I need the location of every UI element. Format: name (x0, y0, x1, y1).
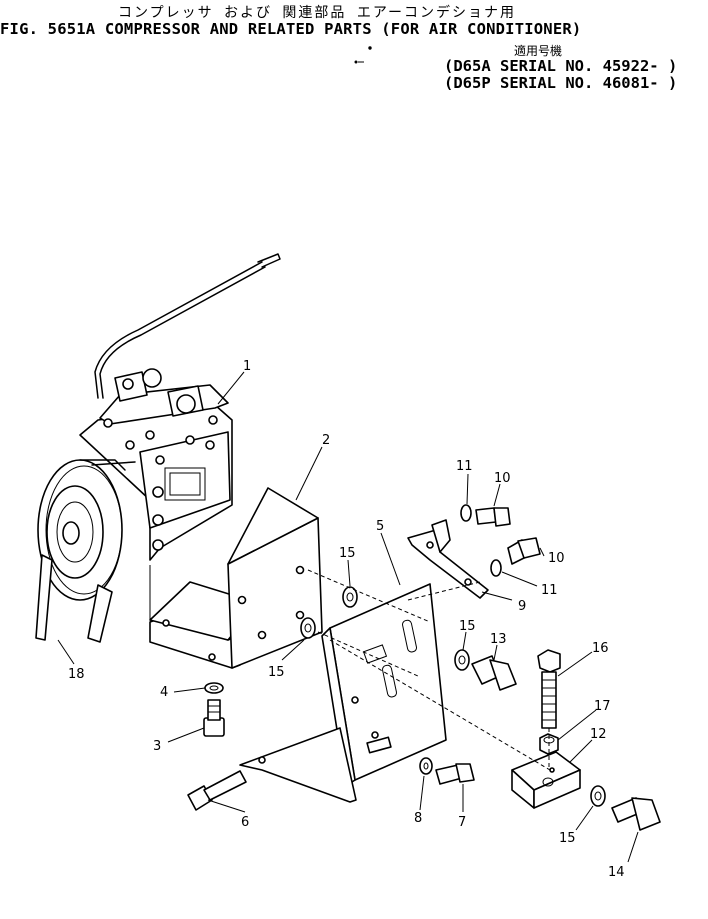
bolt-13 (471, 655, 517, 691)
mounting-plate (239, 583, 447, 803)
japanese-title: コンプレッサ および 関連部品 エアーコンデショナ用 (118, 5, 517, 21)
japanese-applicability-label: 適用号機 (514, 44, 563, 58)
callout-8: 8 (414, 811, 422, 826)
callout-6: 6 (241, 815, 249, 830)
serial-range-d65a: (D65A SERIAL NO. 45922- ) (444, 57, 678, 75)
adjuster-block (511, 751, 581, 809)
adjusting-bolt-16 (537, 649, 561, 729)
callout-17: 17 (594, 699, 611, 714)
callout-14: 14 (608, 865, 625, 880)
callout-18: 18 (68, 667, 85, 682)
figure-title: FIG. 5651A COMPRESSOR AND RELATED PARTS … (0, 20, 582, 38)
callout-4: 4 (160, 685, 168, 700)
bolt-10-upper (475, 507, 511, 527)
callout-15-c: 15 (459, 619, 476, 634)
washer-15-d (590, 785, 606, 807)
washer-15-b (300, 617, 316, 639)
callout-2: 2 (322, 433, 330, 448)
callout-10-lower: 10 (548, 551, 565, 566)
bolt-10-lower (507, 537, 541, 565)
callout-7: 7 (458, 815, 466, 830)
callout-11-upper: 11 (456, 459, 473, 474)
callout-15-a: 15 (339, 546, 356, 561)
callout-15-d: 15 (559, 831, 576, 846)
bolt-3 (203, 699, 225, 737)
lock-washer-4 (204, 682, 224, 694)
bolt-14 (611, 797, 661, 831)
washer-15-c (454, 649, 470, 671)
washer-11-upper (460, 504, 472, 522)
compressor-assembly (37, 253, 281, 601)
callout-3: 3 (153, 739, 161, 754)
small-bracket (407, 519, 489, 599)
washer-11-lower (490, 559, 502, 577)
bolt-7 (435, 763, 475, 785)
serial-range-d65p: (D65P SERIAL NO. 46081- ) (444, 74, 678, 92)
callout-10-upper: 10 (494, 471, 511, 486)
leader-lines (57, 371, 639, 863)
compressor-bracket (149, 487, 323, 669)
callout-numbers: 1 2 3 4 5 6 7 8 9 10 10 11 11 12 13 14 1… (68, 359, 625, 880)
bolt-6 (187, 770, 247, 811)
washer-15-a (342, 586, 358, 608)
callout-9: 9 (518, 599, 526, 614)
v-belts (35, 554, 113, 643)
callout-11-lower: 11 (541, 583, 558, 598)
assembly-lines (307, 569, 551, 771)
callout-12: 12 (590, 727, 607, 742)
callout-13: 13 (490, 632, 507, 647)
callout-1: 1 (243, 359, 251, 374)
washer-8 (419, 757, 433, 775)
callout-15-b: 15 (268, 665, 285, 680)
callout-5: 5 (376, 519, 384, 534)
callout-16: 16 (592, 641, 609, 656)
scan-specks (354, 46, 372, 64)
